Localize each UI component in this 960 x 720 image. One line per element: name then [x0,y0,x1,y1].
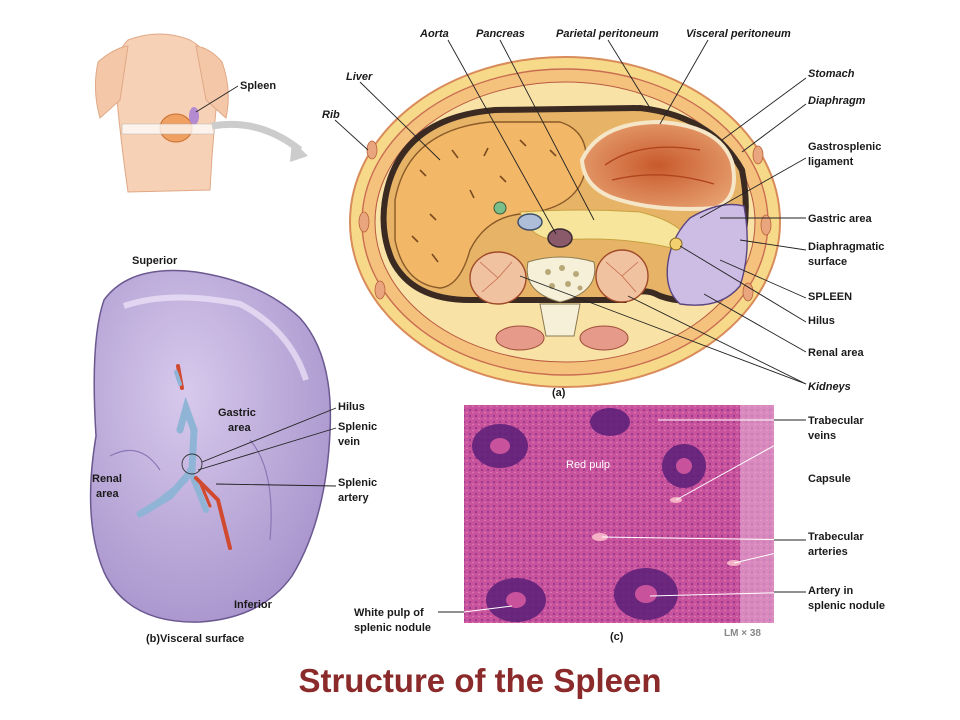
micrograph-outer-leaders [438,419,806,613]
caption-a: (a) [552,387,566,399]
visceral-peritoneum-label: Visceral peritoneum [686,28,791,40]
trabecular-arteries-label-1: Trabecular [808,531,864,543]
caption-b: (b)Visceral surface [146,633,244,645]
white-pulp-label-1: White pulp of [354,607,424,619]
rib-label: Rib [322,109,340,121]
gastrosplenic-ligament-label-1: Gastrosplenic [808,141,881,153]
renal-area-label-a: Renal area [808,347,865,359]
gastrosplenic-ligament-label-2: ligament [808,156,854,168]
inferior-label: Inferior [234,599,273,611]
cross-section-leaders [334,39,807,385]
spleen [666,203,748,306]
aorta-label: Aorta [419,28,449,40]
trabecular-arteries-label-2: arteries [808,546,848,558]
diaphragmatic-surface-label-2: surface [808,256,847,268]
superior-label: Superior [132,255,178,267]
cross-section-diagram [349,56,781,388]
stomach-label: Stomach [808,68,855,80]
figure-title: Structure of the Spleen [298,662,662,699]
splenic-vein-label-2: vein [338,436,360,448]
splenic-vessels [136,364,232,550]
micrograph-inner-leaders [463,419,807,613]
torso-illustration [94,33,308,193]
trabecular-veins-label-1: Trabecular [808,415,864,427]
renal-area-b-label-1: Renal [92,473,122,485]
torso-spleen-icon [189,107,199,125]
magnification-label: LM × 38 [724,628,761,639]
kidneys-label: Kidneys [808,381,851,393]
splenic-artery-label-1: Splenic [338,477,377,489]
caption-c: (c) [610,631,624,643]
visceral-surface-leaders [197,407,337,487]
splenic-vein-label-1: Splenic [338,421,377,433]
artery-in-nodule-label-2: splenic nodule [808,600,885,612]
stomach [579,119,736,211]
spleen-visceral-illustration [89,269,332,623]
gastric-area-b-label-1: Gastric [218,407,256,419]
aorta [547,228,573,248]
white-pulp-label-2: splenic nodule [354,622,431,634]
parietal-peritoneum-label: Parietal peritoneum [556,28,659,40]
torso-spleen-label: Spleen [240,80,276,92]
spleen-caps-label: SPLEEN [808,291,852,303]
hilus-b-label: Hilus [338,401,365,413]
splenic-artery-label-2: artery [338,492,369,504]
diaphragmatic-surface-label-1: Diaphragmatic [808,241,884,253]
artery-in-nodule-label-1: Artery in [808,585,854,597]
hilus-label-a: Hilus [808,315,835,327]
liver-label: Liver [346,71,373,83]
pancreas-label: Pancreas [476,28,525,40]
gastric-area-label: Gastric area [808,213,872,225]
diaphragm-label: Diaphragm [808,95,866,107]
renal-area-b-label-2: area [96,488,120,500]
gastric-area-b-label-2: area [228,422,252,434]
trabecular-veins-label-2: veins [808,430,836,442]
red-pulp-label: Red pulp [566,459,610,471]
histology-micrograph [464,405,774,623]
capsule-label: Capsule [808,473,851,485]
pointer-arrow-icon [290,140,308,162]
